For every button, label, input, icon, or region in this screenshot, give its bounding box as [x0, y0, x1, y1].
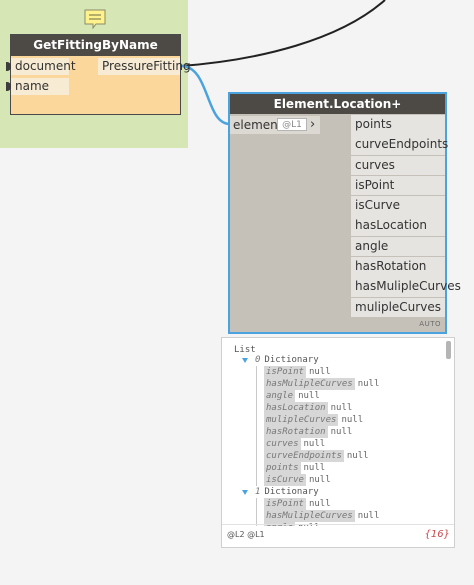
preview-scrollbar[interactable] [446, 341, 451, 359]
tree-line [256, 366, 257, 486]
triangle-down-icon[interactable] [242, 358, 248, 363]
output-ports: points curveEndpoints curves isPoint isC… [351, 115, 461, 318]
output-port-is-point[interactable]: isPoint [351, 175, 445, 196]
list-index: 1 [255, 487, 261, 497]
list-levels: @L2 @L1 [227, 530, 265, 539]
output-port-points[interactable]: points [351, 115, 445, 135]
input-port-element[interactable]: element @L1 › [230, 116, 320, 134]
output-port-has-muliple-curves[interactable]: hasMulipleCurves [351, 277, 461, 297]
element-location-node[interactable]: Element.Location+ element @L1 › points c… [228, 92, 461, 334]
note-icon[interactable] [84, 9, 106, 29]
list-index: 0 [255, 355, 261, 365]
output-port-is-curve[interactable]: isCurve [351, 196, 445, 216]
input-port-document[interactable]: document [6, 58, 76, 75]
node-body[interactable]: document name PressureFitting [6, 56, 191, 114]
output-port-has-location[interactable]: hasLocation [351, 216, 445, 236]
triangle-down-icon[interactable] [242, 490, 248, 495]
output-port-muliple-curves[interactable]: mulipleCurves [351, 297, 445, 318]
output-port-angle[interactable]: angle [351, 236, 445, 257]
tree-line [256, 498, 257, 526]
output-port-has-rotation[interactable]: hasRotation [351, 257, 445, 277]
list-type: Dictionary [264, 355, 319, 365]
list-root-label: List [234, 345, 256, 355]
node-title[interactable]: GetFittingByName [11, 35, 180, 56]
output-port-curve-endpoints[interactable]: curveEndpoints [351, 135, 448, 155]
item-count: {16} [424, 529, 450, 540]
get-fitting-by-name-node[interactable]: GetFittingByName document name PressureF… [6, 34, 191, 115]
port-label: name [15, 79, 50, 93]
lacing-badge[interactable]: @L1 [277, 118, 307, 131]
port-label: element [233, 118, 283, 132]
chevron-right-icon[interactable]: › [310, 117, 316, 132]
list-type: Dictionary [264, 487, 319, 497]
node-title[interactable]: Element.Location+ [230, 94, 445, 114]
input-port-name[interactable]: name [6, 78, 69, 95]
output-port-curves[interactable]: curves [351, 155, 445, 176]
port-label: PressureFitting [102, 59, 191, 73]
preview-footer: @L2 @L1 {16} [222, 524, 454, 547]
output-port-pressure-fitting[interactable]: PressureFitting [98, 58, 191, 75]
port-label: document [15, 59, 76, 73]
lacing-mode-label: AUTO [419, 320, 441, 328]
port-connector[interactable] [6, 82, 11, 91]
port-connector[interactable] [6, 62, 11, 71]
